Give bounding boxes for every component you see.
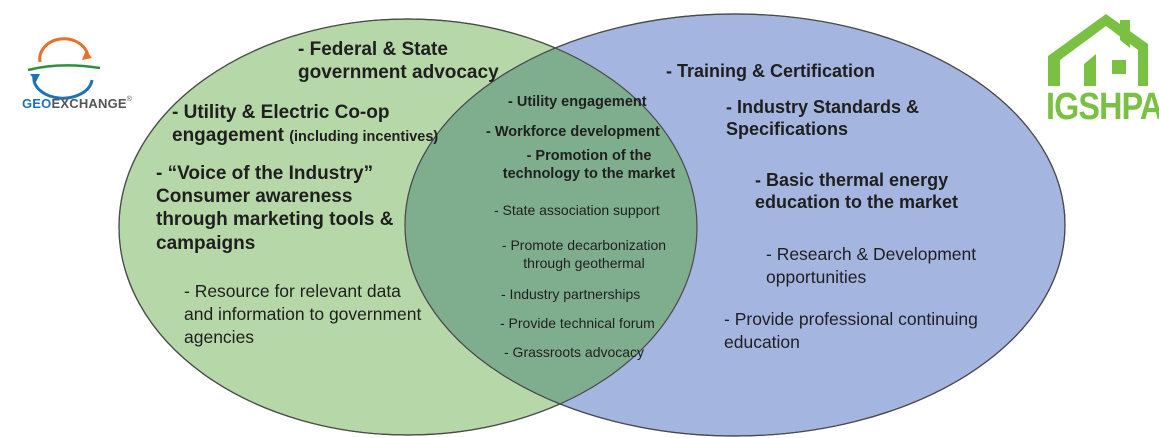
geoexchange-logo: GEOEXCHANGE® <box>22 96 132 111</box>
right-item-standards: - Industry Standards &Specifications <box>726 97 920 139</box>
left-item-voice: - “Voice of the Industry”Consumer awaren… <box>156 163 394 254</box>
center-item-workforce: - Workforce development <box>486 124 660 140</box>
igshpa-logo: IGSHPA <box>1046 86 1159 128</box>
geoexchange-globe-arrows-icon <box>27 37 101 100</box>
geoexchange-logo-bold: GEO <box>22 96 52 111</box>
overlap-region <box>405 19 697 435</box>
geoexchange-logo-mark: ® <box>126 96 133 103</box>
center-item-partnerships: - Industry partnerships <box>501 286 641 302</box>
igshpa-house-icon <box>1048 14 1148 86</box>
geoexchange-logo-rest: EXCHANGE <box>51 96 127 111</box>
center-item-grassroots: - Grassroots advocacy <box>504 344 645 360</box>
center-item-utility: - Utility engagement <box>508 94 647 110</box>
center-item-technical-forum: - Provide technical forum <box>500 315 655 331</box>
right-item-training: - Training & Certification <box>666 61 876 81</box>
center-item-state-assoc: - State association support <box>494 202 660 218</box>
